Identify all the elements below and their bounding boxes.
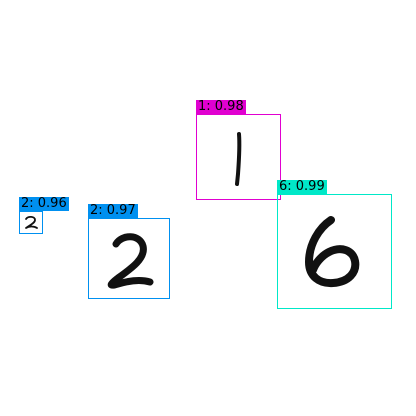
digit-image-2-large [107,233,154,289]
bounding-box [19,211,43,234]
detection-digit-2-large: 2: 0.97 [88,204,170,299]
digit-image-1 [235,132,242,186]
bounding-box [88,218,170,299]
bounding-box [196,114,281,200]
bounding-box [277,194,392,309]
detection-digit-2-small: 2: 0.96 [19,197,69,234]
detection-digit-6: 6: 0.99 [277,180,392,309]
digit-image-2-small [25,215,38,229]
digit-image-6 [305,216,360,288]
detection-label: 1: 0.98 [196,99,246,114]
detection-digit-1: 1: 0.98 [196,100,281,200]
detection-label: 2: 0.96 [19,196,69,211]
detection-label: 6: 0.99 [277,179,327,194]
detection-label: 2: 0.97 [88,203,138,218]
